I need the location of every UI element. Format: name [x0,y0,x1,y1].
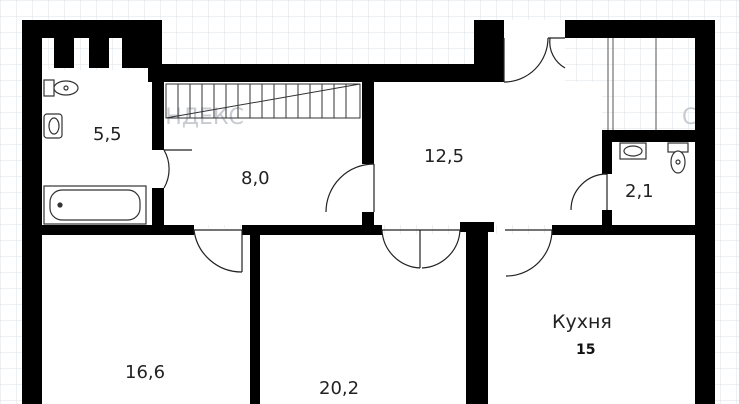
wardrobe-icon [165,83,361,119]
kitchen-label: Кухня [552,311,612,333]
room-area-hall: 8,0 [241,168,270,189]
room-area-bathroom: 5,5 [93,124,122,145]
toilet-icon [43,79,79,97]
room-fills [42,20,695,404]
sink-icon [43,113,63,139]
room-area-center: 20,2 [319,378,359,399]
walls [22,20,715,404]
room-area-corridor: 12,5 [424,146,464,167]
bathtub-icon [43,185,147,225]
wc-sink-icon [619,142,647,160]
kitchen-area-badge [566,338,606,360]
room-area-left: 16,6 [125,362,165,383]
room-area-wc: 2,1 [625,181,654,202]
doors [163,37,608,277]
kitchen-area: 15 [576,342,595,358]
window [607,38,657,130]
wc-toilet-icon [667,142,689,174]
